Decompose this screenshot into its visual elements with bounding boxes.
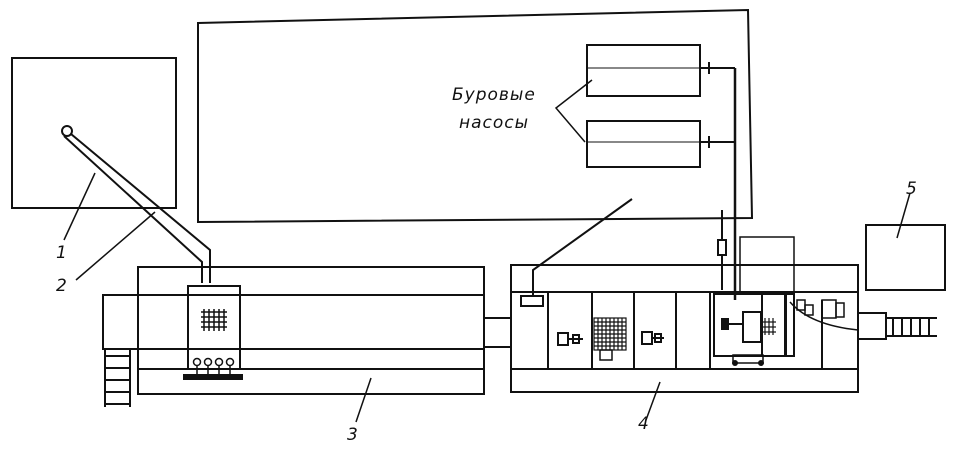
- block-5: [865, 192, 946, 291]
- block-4: [510, 198, 859, 421]
- drilling-pump-upper: [586, 44, 701, 97]
- label-2: 2: [56, 276, 67, 296]
- connector-3-4: [484, 317, 511, 348]
- pumps-label-line1: Буровые: [452, 85, 536, 105]
- left-platform: [11, 57, 177, 209]
- label-1: 1: [56, 243, 67, 263]
- right-ladder: [857, 312, 937, 340]
- pipelines-1-2: [63, 133, 211, 283]
- control-panel: [187, 285, 241, 370]
- label-4: 4: [638, 414, 649, 434]
- block-3: [102, 266, 485, 423]
- label-3: 3: [347, 425, 358, 445]
- pump-area: [197, 8, 754, 300]
- ladder-left: [104, 348, 131, 407]
- pumps-label-line2: насосы: [459, 113, 529, 133]
- drilling-pump-lower: [586, 120, 701, 168]
- label-5: 5: [906, 179, 917, 199]
